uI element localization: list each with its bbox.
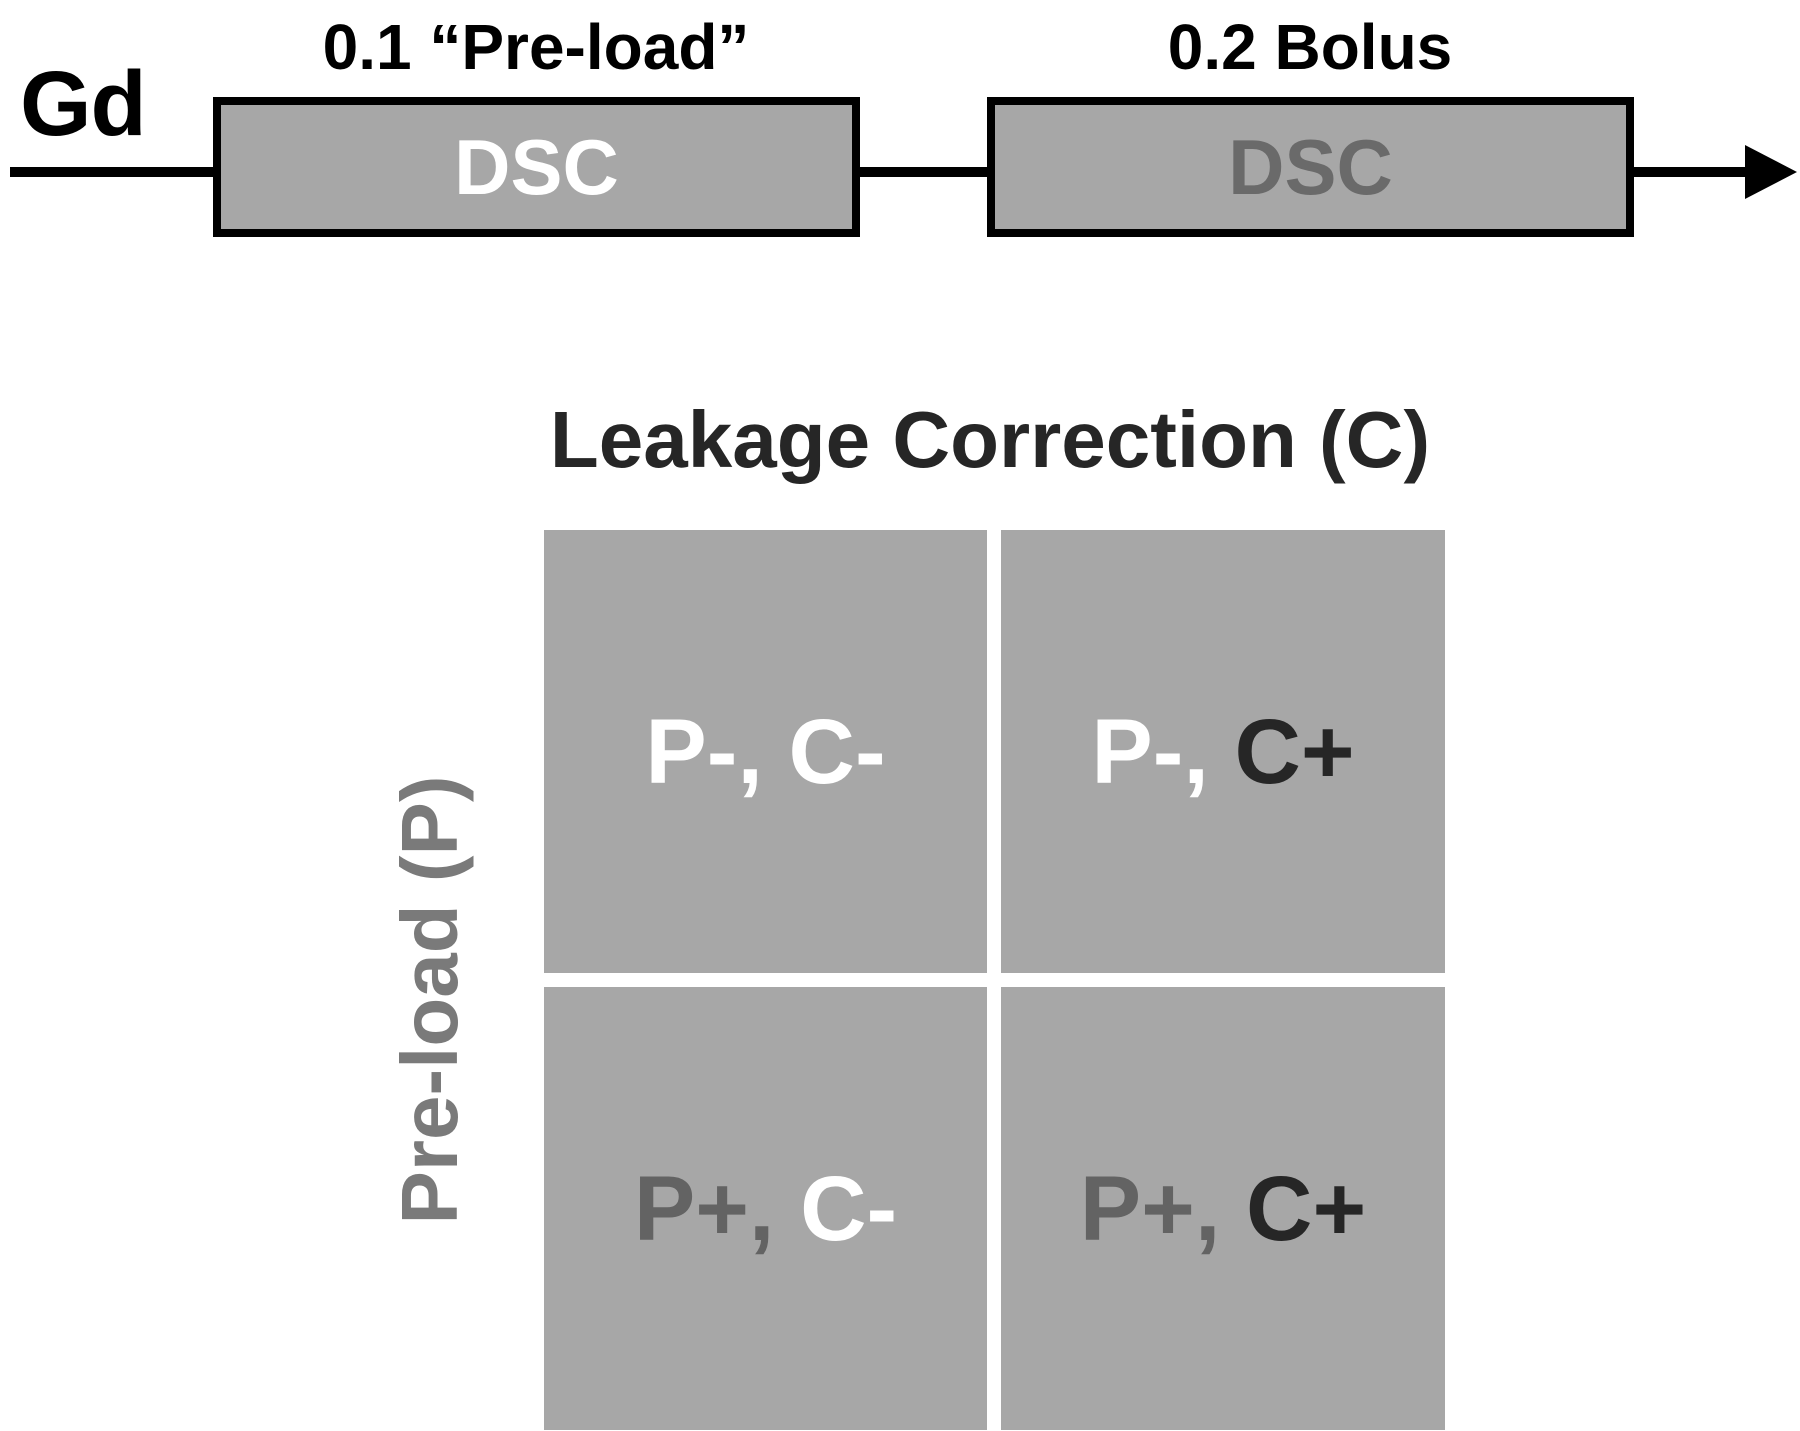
matrix-cell-p-minus-c-minus: P-, C- <box>544 530 987 973</box>
preload-axis-label: Pre-load (P) <box>385 775 474 1225</box>
dsc-box-bolus: DSC <box>987 97 1634 237</box>
cell-c-token: C+ <box>1246 1157 1367 1260</box>
cell-c-token: C- <box>788 700 886 803</box>
bolus-dose-label: 0.2 Bolus <box>1167 11 1453 83</box>
leakage-correction-axis-label: Leakage Correction (C) <box>549 395 1431 484</box>
cell-p-token: P-, <box>645 700 763 803</box>
dsc-box-preload-label: DSC <box>454 123 619 211</box>
preload-dose-label: 0.1 “Pre-load” <box>322 11 750 83</box>
cell-c-token: C+ <box>1234 700 1355 803</box>
cell-p-token: P-, <box>1091 700 1209 803</box>
dsc-box-preload: DSC <box>213 97 860 237</box>
contrast-agent-label: Gd <box>20 53 147 155</box>
matrix-cell-p-plus-c-minus: P+, C- <box>544 987 987 1430</box>
timeline-line-end <box>1630 167 1750 177</box>
dsc-box-bolus-label: DSC <box>1228 123 1393 211</box>
timeline-line-middle <box>858 167 990 177</box>
cell-p-token: P+, <box>1079 1157 1221 1260</box>
timeline-line-start <box>10 167 216 177</box>
cell-p-token: P+, <box>633 1157 775 1260</box>
matrix-cell-p-plus-c-plus: P+, C+ <box>1001 987 1445 1430</box>
cell-c-token: C- <box>800 1157 898 1260</box>
timeline-arrow-icon <box>1745 145 1797 199</box>
matrix-cell-p-minus-c-plus: P-, C+ <box>1001 530 1445 973</box>
